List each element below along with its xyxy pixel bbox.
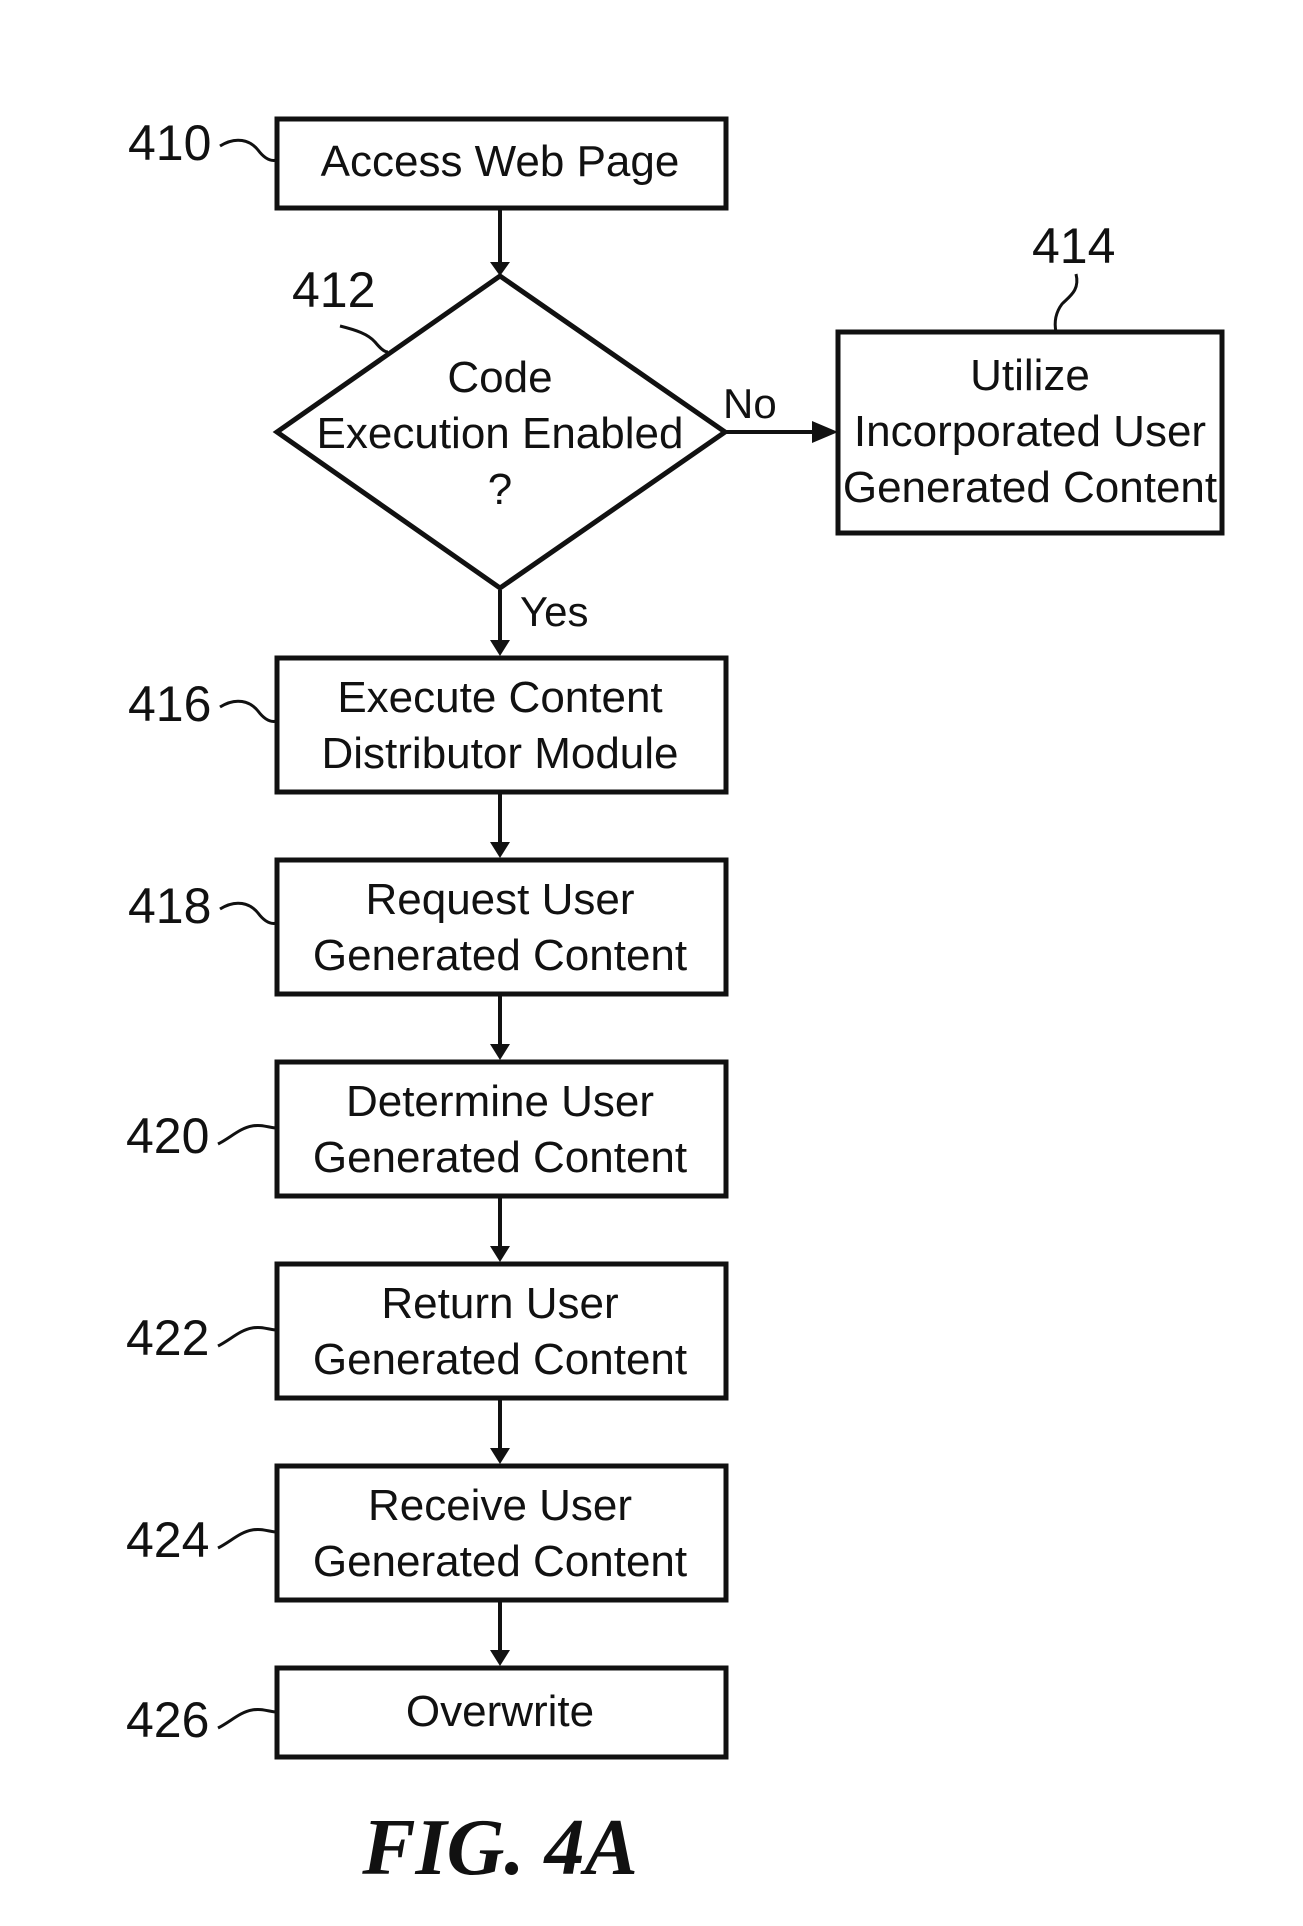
step-422-text-line-2: Generated Content	[313, 1335, 687, 1384]
step-424-text-line-2: Generated Content	[313, 1537, 687, 1586]
step-412-text-line-3: ?	[488, 465, 512, 514]
step-414-text-line-1: Utilize	[970, 351, 1090, 400]
ref-412: 412	[292, 262, 375, 318]
leader-422	[218, 1327, 277, 1346]
ref-414: 414	[1032, 218, 1115, 274]
arrowhead-412-414	[812, 421, 838, 443]
ref-422: 422	[126, 1310, 209, 1366]
step-412-text-line-1: Code	[447, 353, 552, 402]
leader-420	[218, 1125, 277, 1144]
step-416-text-line-2: Distributor Module	[321, 729, 678, 778]
step-418-text-line-2: Generated Content	[313, 931, 687, 980]
step-414-text-line-2: Incorporated User	[854, 407, 1206, 456]
step-422-text-line-1: Return User	[381, 1279, 618, 1328]
leader-424	[218, 1529, 277, 1548]
arrowhead-416-418	[490, 842, 510, 858]
branch-label-no: No	[723, 380, 777, 427]
arrowhead-418-420	[490, 1044, 510, 1060]
ref-410: 410	[128, 115, 211, 171]
step-414-text-line-3: Generated Content	[843, 463, 1217, 512]
leader-410	[220, 140, 277, 160]
branch-label-yes: Yes	[520, 588, 589, 635]
ref-418: 418	[128, 878, 211, 934]
step-420-text-line-2: Generated Content	[313, 1133, 687, 1182]
arrowhead-420-422	[490, 1246, 510, 1262]
leader-416	[220, 701, 277, 721]
ref-424: 424	[126, 1512, 209, 1568]
step-420-text-line-1: Determine User	[346, 1077, 654, 1126]
arrowhead-412-416	[490, 640, 510, 656]
ref-426: 426	[126, 1692, 209, 1748]
step-416-text-line-1: Execute Content	[337, 673, 662, 722]
ref-416: 416	[128, 676, 211, 732]
leader-418	[220, 903, 277, 923]
step-426-text: Overwrite	[406, 1687, 594, 1736]
leader-414	[1055, 274, 1077, 332]
step-texts: Access Web Page Code Execution Enabled ?…	[313, 137, 1217, 1736]
arrowhead-424-426	[490, 1650, 510, 1666]
leader-412	[340, 326, 388, 352]
step-410-text: Access Web Page	[321, 137, 680, 186]
arrowhead-422-424	[490, 1448, 510, 1464]
leader-426	[218, 1709, 277, 1728]
figure-caption: FIG. 4A	[361, 1804, 638, 1892]
step-424-text-line-1: Receive User	[368, 1481, 632, 1530]
ref-420: 420	[126, 1108, 209, 1164]
step-412-text-line-2: Execution Enabled	[317, 409, 684, 458]
step-418-text-line-1: Request User	[365, 875, 634, 924]
